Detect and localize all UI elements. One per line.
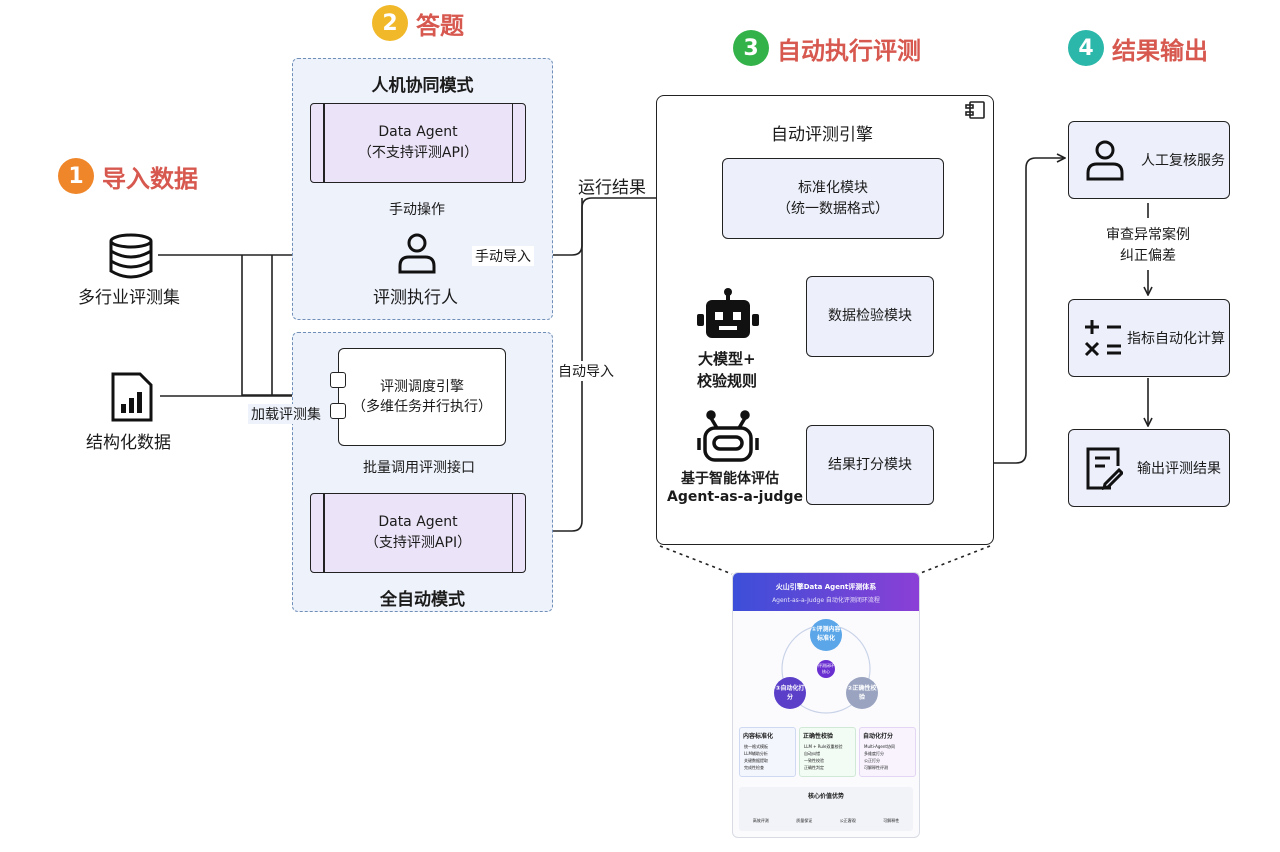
data-agent-with-api: Data Agent （支持评测API） [310,493,526,573]
reviewer-icon [1086,140,1124,181]
normalize-name: 标准化模块 [798,180,868,197]
score-module: 结果打分模块 [806,425,934,505]
metrics-label: 指标自动化计算 [1127,331,1225,347]
step-4-header: 4 结果输出 [1068,30,1208,66]
data-check-name: 数据检验模块 [828,308,912,325]
normalize-module: 标准化模块 （统一数据格式） [722,158,944,239]
thumb-value-title: 核心价值优势 [807,793,844,800]
person-icon [397,232,437,278]
scheduler-name: 评测调度引擎 [380,378,464,395]
step-1-number: 1 [58,158,94,194]
step-2-number: 2 [372,5,408,41]
thumb-subtitle: Agent-as-a-Judge 自动化评测闭环流程 [772,597,880,604]
structured-data-label: 结构化数据 [86,433,171,453]
thumb-card-2: 正确性校验 LLM + Rule双重校验 自动纠错 一致性校验 正确性判定 [799,727,856,777]
thumb-node-3: ③自动化打分 [775,685,805,701]
thumb-card-1-title: 内容标准化 [743,733,774,740]
dataset-label: 多行业评测集 [78,288,180,308]
data-agent-no-api: Data Agent （不支持评测API） [310,103,526,183]
thumb-header: 火山引擎Data Agent评测体系 Agent-as-a-Judge 自动化评… [733,573,919,611]
agent-no-api-note: （不支持评测API） [357,145,479,161]
thumb-card-1-item: 统一格式模板 [744,744,768,749]
agent-no-api-name: Data Agent [378,124,458,140]
scheduler-port-bottom [330,403,346,419]
manual-op-label: 手动操作 [386,199,448,219]
thumb-value-item: 质量保证 [796,818,813,823]
agent-api-note: （支持评测API） [364,535,472,551]
thumb-card-2-item: 自动纠错 [804,751,820,756]
data-check-module: 数据检验模块 [806,276,934,357]
thumb-cycle-diagram [774,619,878,714]
score-name: 结果打分模块 [828,456,912,473]
thumb-card-3-title: 自动化打分 [863,733,894,740]
thumb-value-item: 公正客观 [839,818,856,823]
component-icon [964,100,986,124]
thumb-card-1-item: LLM辅助分析 [744,751,768,756]
thumb-card-3: 自动化打分 Multi-Agent协同 多维度打分 公正打分 可解释性评测 [859,727,916,777]
thumb-card-3-item: 多维度打分 [864,751,884,756]
metrics-calc: 指标自动化计算 [1068,299,1230,377]
thumb-card-2-item: LLM + Rule双重校验 [804,744,843,749]
step-1-title: 导入数据 [102,164,198,193]
judge-label-1: 基于智能体评估 [681,471,779,487]
load-set-label: 加载评测集 [248,404,324,424]
thumb-card-2-title: 正确性校验 [803,733,834,740]
step-3-header: 3 自动执行评测 [733,30,921,66]
human-collab-title: 人机协同模式 [371,76,474,96]
calculator-icon [1084,320,1121,357]
batch-call-label: 批量调用评测接口 [360,457,478,477]
scheduler-engine: 评测调度引擎 （多维任务并行执行） [338,348,506,446]
scheduler-note: （多维任务并行执行） [352,399,492,415]
review-note-2: 纠正偏差 [1120,248,1176,264]
step-4-title: 结果输出 [1112,36,1208,65]
scheduler-port-top [330,372,346,388]
thumb-title: 火山引擎Data Agent评测体系 [775,583,877,591]
review-label: 人工复核服务 [1141,153,1225,169]
thumb-card-1-item: 完成性检查 [744,765,764,770]
executor-label: 评测执行人 [373,288,458,308]
full-auto-title: 全自动模式 [380,590,465,610]
structured-file-icon [110,371,154,427]
engine-title: 自动评测引擎 [771,125,873,145]
thumb-card-2-item: 一致性校验 [804,758,824,763]
human-review-service: 人工复核服务 [1068,121,1230,199]
thumb-card-3-item: Multi-Agent协同 [864,744,895,749]
step-2-title: 答题 [416,11,464,40]
llm-label-1: 大模型+ [698,350,756,368]
step-4-number: 4 [1068,30,1104,66]
llm-label-2: 校验规则 [697,372,758,390]
thumb-value-item: 可解释性 [883,818,900,823]
thumb-node-2: ②正确性校验 [847,685,877,701]
thumb-card-2-item: 正确性判定 [804,765,824,770]
robot-icon-llm [697,288,759,344]
thumb-node-1: ①评测内容标准化 [811,626,841,642]
thumb-value-item: 高效评测 [752,818,769,823]
agent-api-name: Data Agent [378,514,458,530]
thumb-card-3-item: 公正打分 [864,758,880,763]
normalize-note: （统一数据格式） [777,200,889,217]
edit-doc-icon [1086,447,1123,490]
thumb-card-3-item: 可解释性评测 [864,765,888,770]
review-note-1: 审查异常案例 [1106,227,1190,243]
manual-import-label: 手动导入 [472,246,534,266]
thumb-center: 评测闭环核心 [818,663,834,674]
auto-import-label: 自动导入 [555,361,617,381]
judge-label-2: Agent-as-a-judge [667,489,803,505]
thumb-value-panel: 核心价值优势 高效评测 质量保证 公正客观 可解释性 [739,787,913,831]
human-collab-zone: 人机协同模式 [292,58,553,320]
step-3-number: 3 [733,30,769,66]
run-result-label: 运行结果 [578,178,646,198]
output-result: 输出评测结果 [1068,429,1230,507]
thumb-card-1-item: 关键数据提取 [744,758,768,763]
result-label: 输出评测结果 [1137,461,1221,477]
step-1-header: 1 导入数据 [58,158,198,194]
eval-system-thumbnail: 火山引擎Data Agent评测体系 Agent-as-a-Judge 自动化评… [732,572,920,838]
database-icon [108,233,154,283]
robot-icon-judge [697,410,759,468]
step-3-title: 自动执行评测 [777,36,921,65]
thumb-card-1: 内容标准化 统一格式模板 LLM辅助分析 关键数据提取 完成性检查 [739,727,796,777]
step-2-header: 2 答题 [372,5,464,41]
